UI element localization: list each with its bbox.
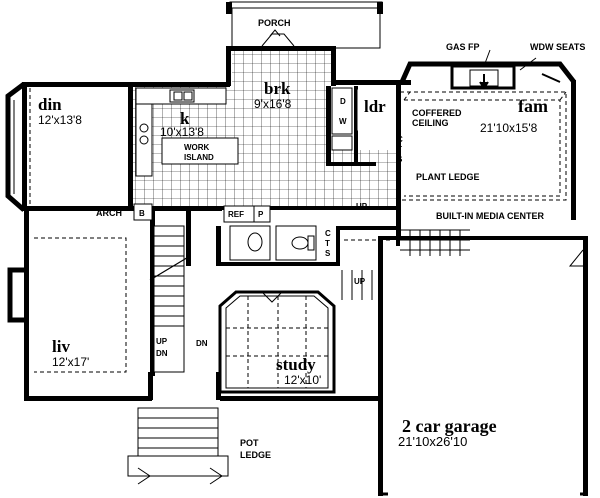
coffered-label: COFFERED: [412, 108, 462, 118]
labels: PORCH brk 9'x16'8 din 12'x13'8 k 10'x13'…: [38, 18, 585, 460]
garage-label: 2 car garage: [402, 416, 497, 436]
fam-dim: 21'10x15'8: [480, 121, 538, 135]
garage-door: [568, 249, 584, 267]
garage-dim: 21'10x26'10: [398, 434, 467, 449]
ledge-label: LEDGE: [240, 450, 271, 460]
fireplace: [450, 49, 561, 90]
interior-walls: [22, 86, 400, 376]
work-label: WORK: [184, 143, 210, 152]
up-label-3: UP: [156, 337, 168, 346]
din-dim: 12'x13'8: [38, 113, 82, 127]
brk-dim: 9'x16'8: [254, 97, 292, 111]
study-label: study: [276, 355, 316, 374]
cts2-s-label: S: [325, 249, 331, 258]
study-dim: 12'x10': [284, 373, 321, 387]
cts-t-label: T: [397, 145, 402, 154]
kitchen-counters: [135, 87, 239, 177]
up-label-2: UP: [354, 277, 366, 286]
cts2-t-label: T: [325, 239, 330, 248]
exterior-walls: [5, 46, 588, 496]
cts-c-label: C: [397, 135, 403, 144]
gas-fp-label: GAS FP: [446, 42, 480, 52]
porch-label: PORCH: [258, 18, 291, 28]
cts-s-label: S: [397, 155, 403, 164]
k-label: k: [180, 109, 190, 128]
dn-label-1: DN: [156, 349, 168, 358]
din-label: din: [38, 95, 62, 114]
island-label: ISLAND: [184, 153, 214, 162]
b-label: B: [139, 209, 145, 218]
pot-label: POT: [240, 438, 259, 448]
p-label: P: [258, 210, 264, 219]
fam-label: fam: [518, 96, 548, 116]
ldr-label: ldr: [364, 97, 386, 116]
k-dim: 10'x13'8: [160, 125, 204, 139]
ceiling-label: CEILING: [412, 118, 449, 128]
cts2-c-label: C: [325, 229, 331, 238]
wdw-seats-label: WDW SEATS: [530, 42, 585, 52]
media-center-label: BUILT-IN MEDIA CENTER: [436, 211, 544, 221]
w-label: W: [339, 117, 347, 126]
liv-label: liv: [52, 337, 70, 356]
liv-dim: 12'x17': [52, 355, 89, 369]
d-label: D: [340, 97, 346, 106]
arch-label: ARCH: [96, 208, 122, 218]
brk-label: brk: [264, 79, 291, 98]
dn-label-2: DN: [196, 339, 208, 348]
ref-label: REF: [228, 210, 244, 219]
stairs: [127, 225, 470, 485]
bath-utility: [133, 87, 395, 261]
study-bay: [218, 290, 336, 394]
plant-ledge-label: PLANT LEDGE: [416, 172, 480, 182]
up-label-1: UP: [356, 202, 368, 211]
porch: [226, 1, 383, 49]
